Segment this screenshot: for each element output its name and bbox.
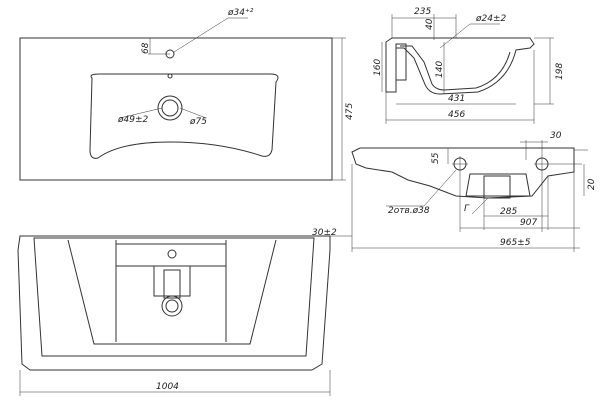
section-outline bbox=[385, 37, 535, 95]
width-965-label: 965±5 bbox=[500, 238, 531, 248]
mount-holes-label: 2отв.ø38 bbox=[388, 206, 430, 216]
overflow-leader bbox=[439, 23, 471, 49]
rear-outline bbox=[351, 147, 575, 199]
front-view: 1004 bbox=[17, 235, 331, 396]
height-160-label: 160 bbox=[373, 59, 383, 76]
front-drain-outer bbox=[161, 295, 183, 317]
width-1004-label: 1004 bbox=[156, 382, 179, 392]
front-drain-pipe bbox=[163, 269, 181, 299]
drain-inner bbox=[161, 99, 179, 117]
offset-55-label: 55 bbox=[431, 152, 441, 164]
front-drain-inner bbox=[165, 299, 179, 313]
height-140-label: 140 bbox=[435, 61, 445, 78]
depth-475-label: 475 bbox=[345, 103, 355, 120]
offset-30-label: 30 bbox=[550, 131, 562, 141]
overflow-channel bbox=[395, 43, 407, 81]
overflow-hole bbox=[167, 73, 173, 79]
front-inner bbox=[33, 237, 315, 357]
front-faucet-hole bbox=[167, 249, 177, 259]
rear-drain-box bbox=[483, 175, 511, 199]
faucet-leader bbox=[173, 17, 229, 53]
width-456-label: 456 bbox=[448, 110, 465, 120]
section-inner bbox=[400, 45, 511, 91]
overflow-hole-label: ø24±2 bbox=[475, 14, 506, 24]
thickness-label: 30±2 bbox=[312, 228, 337, 238]
depth-235-label: 235 bbox=[414, 7, 431, 17]
top-view: ø34⁺² ø49±2 ø75 68 475 bbox=[19, 8, 355, 181]
drain-leader bbox=[119, 107, 163, 119]
front-top-plate bbox=[115, 243, 227, 267]
mount-leader bbox=[423, 169, 457, 207]
drain-outer-leader bbox=[179, 107, 207, 119]
top-basin bbox=[89, 73, 279, 159]
drain-hole-label: ø49±2 bbox=[117, 115, 148, 125]
front-basin bbox=[67, 239, 277, 345]
rear-view: 30 55 20 2отв.ø38 Г 285 907 965±5 30±2 bbox=[312, 131, 597, 252]
width-285-label: 285 bbox=[500, 207, 517, 217]
front-basin-sides bbox=[115, 240, 227, 342]
front-outline bbox=[17, 235, 331, 371]
side-section: 235 40 ø24±2 160 140 198 431 456 bbox=[373, 7, 565, 124]
drain-outer bbox=[157, 95, 183, 121]
faucet-hole-label: ø34⁺² bbox=[227, 8, 254, 18]
g-label: Г bbox=[464, 204, 470, 214]
rear-bowl-bottom bbox=[465, 173, 531, 197]
width-907-label: 907 bbox=[520, 218, 537, 228]
g-leader bbox=[471, 197, 489, 215]
drain-outer-label: ø75 bbox=[189, 117, 207, 127]
offset-20-label: 20 bbox=[587, 178, 597, 190]
top-outline bbox=[19, 37, 333, 181]
depth-40-label: 40 bbox=[425, 18, 435, 30]
width-431-label: 431 bbox=[448, 94, 465, 104]
faucet-offset-label: 68 bbox=[141, 42, 151, 54]
height-198-label: 198 bbox=[555, 63, 565, 80]
